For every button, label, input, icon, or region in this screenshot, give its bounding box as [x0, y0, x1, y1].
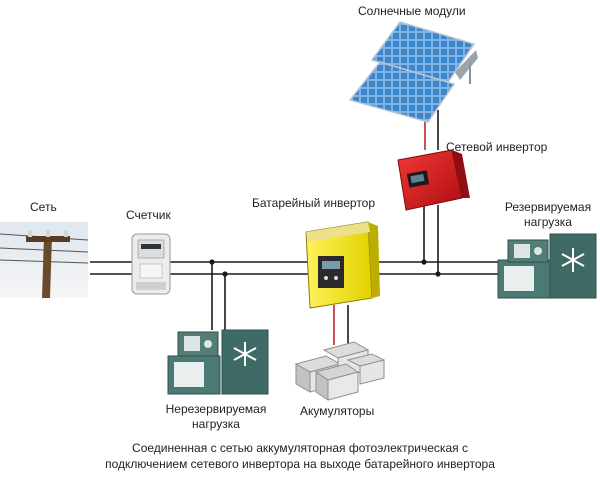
solar-panels-icon [348, 21, 478, 123]
grid-label: Сеть [30, 200, 57, 214]
unreserved-appliances-icon [167, 329, 269, 395]
reserved-load-label: Резервируемая нагрузка [498, 200, 598, 230]
unreserved-load-label-line2: нагрузка [192, 417, 240, 431]
electric-meter-icon [131, 233, 171, 295]
solar-modules-label: Солнечные модули [358, 4, 466, 18]
power-pole-icon [0, 222, 89, 298]
diagram-caption: Соединенная с сетью аккумуляторная фотоэ… [0, 440, 600, 472]
unreserved-load-label-line1: Нерезервируемая [165, 402, 267, 416]
caption-line2: подключением сетевого инвертора на выход… [105, 457, 495, 471]
batteries-label: Акумуляторы [300, 404, 375, 418]
grid-inverter-label: Сетевой инвертор [446, 140, 548, 154]
caption-line1: Соединенная с сетью аккумуляторная фотоэ… [132, 441, 468, 455]
reserved-appliances-icon [497, 233, 597, 299]
reserved-load-label-line1: Резервируемая [504, 200, 592, 214]
unreserved-load-label: Нерезервируемая нагрузка [150, 402, 282, 432]
bus-junctions [209, 259, 441, 277]
battery-inverter-icon [305, 221, 380, 309]
meter-label: Счетчик [126, 208, 171, 222]
battery-bank-icon [294, 341, 386, 401]
reserved-load-label-line2: нагрузка [524, 215, 572, 229]
battery-inverter-label: Батарейный инвертор [252, 196, 376, 210]
grid-inverter-icon [397, 149, 470, 211]
